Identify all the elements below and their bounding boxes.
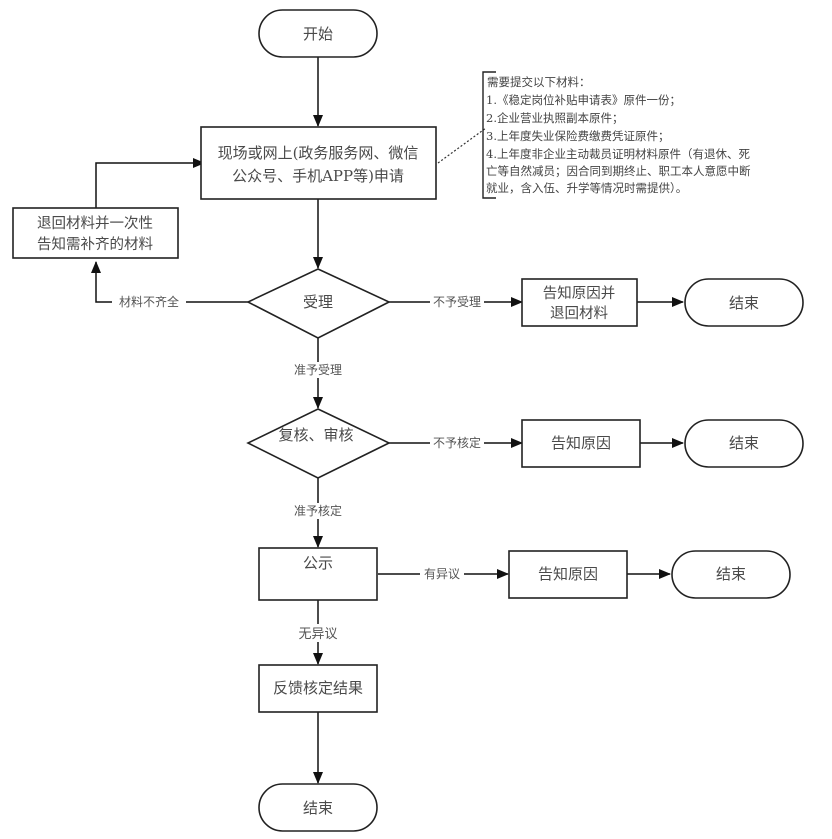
edge-label-has-objection: 有异议 — [424, 567, 460, 581]
node-reject-notify: 告知原因并 退回材料 — [521, 278, 638, 327]
note-line-4: 3.上年度失业保险费缴费凭证原件； — [486, 129, 669, 143]
edge-label-accepted: 准予受理 — [294, 363, 342, 377]
node-objection-notify-label: 告知原因 — [538, 565, 598, 583]
node-reject-line-2: 退回材料 — [550, 305, 608, 322]
note-line-1: 需要提交以下材料： — [487, 75, 591, 89]
edge-labels: 材料不齐全 不予受理 准予受理 不予核定 准予核定 有异议 无异议 — [112, 294, 484, 642]
node-start-label: 开始 — [303, 25, 333, 43]
node-start: 开始 — [258, 9, 378, 58]
node-return-materials: 退回材料并一次性 告知需补齐的材料 — [12, 207, 179, 259]
node-review-notify: 告知原因 — [521, 419, 641, 468]
edge-incomplete — [91, 261, 248, 303]
node-publicize: 公示 — [258, 547, 378, 601]
node-apply: 现场或网上(政务服务网、微信 公众号、手机APP等)申请 — [200, 126, 437, 200]
node-end-final: 结束 — [258, 783, 378, 832]
node-end-1-label: 结束 — [729, 294, 759, 312]
edge-label-approved: 准予核定 — [294, 503, 342, 518]
node-end-2: 结束 — [684, 419, 804, 468]
node-end-3-label: 结束 — [716, 565, 746, 583]
note-connector — [437, 127, 487, 164]
edge-label-no-objection: 无异议 — [298, 627, 337, 642]
node-end-1: 结束 — [684, 278, 804, 327]
node-end-2-label: 结束 — [729, 434, 759, 452]
edge-label-incomplete: 材料不齐全 — [119, 294, 179, 309]
node-reject-line-1: 告知原因并 — [543, 285, 616, 302]
node-review: 复核、审核 — [246, 408, 391, 479]
note-annotation: 需要提交以下材料： 1.《稳定岗位补贴申请表》原件一份； 2.企业营业执照副本原… — [482, 71, 751, 199]
node-return-line-2: 告知需补齐的材料 — [37, 236, 153, 253]
note-line-3: 2.企业营业执照副本原件； — [486, 111, 623, 125]
node-review-notify-label: 告知原因 — [551, 434, 611, 452]
edge-label-not-accepted: 不予受理 — [433, 295, 481, 309]
node-objection-notify: 告知原因 — [508, 550, 628, 599]
node-feedback: 反馈核定结果 — [258, 664, 378, 713]
edge-return-to-apply — [95, 158, 205, 208]
node-apply-line-1: 现场或网上(政务服务网、微信 — [218, 144, 419, 162]
note-line-5: 4.上年度非企业主动裁员证明材料原件（有退休、死 — [486, 147, 750, 161]
node-publicize-label: 公示 — [303, 554, 333, 572]
node-feedback-label: 反馈核定结果 — [273, 679, 363, 697]
node-end-final-label: 结束 — [303, 799, 333, 817]
note-line-6: 亡等自然减员；因合同到期终止、职工本人意愿中断 — [486, 164, 751, 178]
node-review-label: 复核、审核 — [278, 426, 353, 444]
node-apply-line-2: 公众号、手机APP等)申请 — [232, 167, 404, 185]
node-accept-label: 受理 — [303, 293, 333, 311]
note-bracket — [482, 71, 496, 199]
note-line-2: 1.《稳定岗位补贴申请表》原件一份； — [486, 93, 681, 107]
note-line-7: 就业，含入伍、升学等情况时需提供）。 — [486, 181, 687, 195]
node-accept: 受理 — [246, 268, 391, 339]
node-end-3: 结束 — [671, 550, 791, 599]
node-return-line-1: 退回材料并一次性 — [37, 215, 153, 232]
edge-label-not-approved: 不予核定 — [433, 435, 481, 450]
